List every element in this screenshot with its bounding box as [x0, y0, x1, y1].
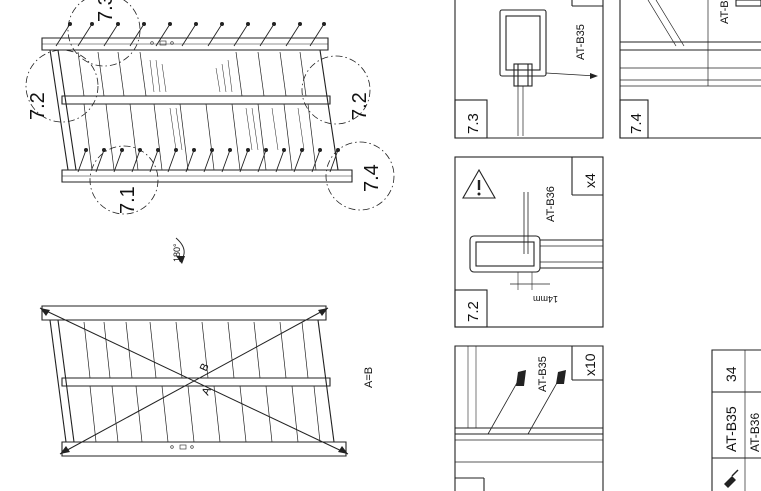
labels: 7.3 7.2 7.2 7.1 7.4 180° A=B B A 7.3 7.4… [27, 0, 761, 452]
detail-7-2-number: 7.2 [465, 301, 482, 322]
screw-label-7-2: AT-B36 [545, 186, 557, 222]
detail-7-4-number: 7.4 [628, 113, 645, 134]
parts-table-code: AT-B35 [723, 406, 739, 452]
callout-7-2-left-label: 7.2 [27, 92, 49, 120]
screw-label-7-4: AT-B35 [719, 0, 731, 24]
screw-label-bottom: AT-B35 [537, 356, 549, 392]
detail-7-3 [454, 0, 604, 139]
rotation-arrow-icon [175, 237, 185, 264]
parts-table [711, 349, 761, 491]
screw-label-7-3: AT-B35 [575, 24, 587, 60]
screw-icon [724, 469, 739, 488]
parts-table-count: 34 [723, 366, 739, 382]
detail-7-2 [454, 156, 604, 328]
diagonal-label-b: B [198, 362, 212, 374]
parts-table-code-2: AT-B36 [748, 413, 761, 452]
dimension-label: 14mm [533, 294, 558, 304]
quantity-bottom: x10 [582, 353, 598, 376]
detail-bottom [454, 345, 604, 491]
callout-7-3-label: 7.3 [95, 0, 117, 22]
rotation-label: 180° [172, 243, 182, 262]
detail-7-4 [619, 0, 761, 139]
top-panel-drawing [25, 0, 395, 215]
quantity-7-2: x4 [582, 173, 598, 188]
callout-7-1-label: 7.1 [117, 186, 139, 214]
callout-7-4-label: 7.4 [361, 164, 383, 192]
callout-7-2-right-label: 7.2 [349, 92, 371, 120]
detail-7-3-number: 7.3 [465, 113, 482, 134]
squareness-panel-drawing [39, 305, 349, 457]
equality-label: A=B [363, 367, 375, 388]
